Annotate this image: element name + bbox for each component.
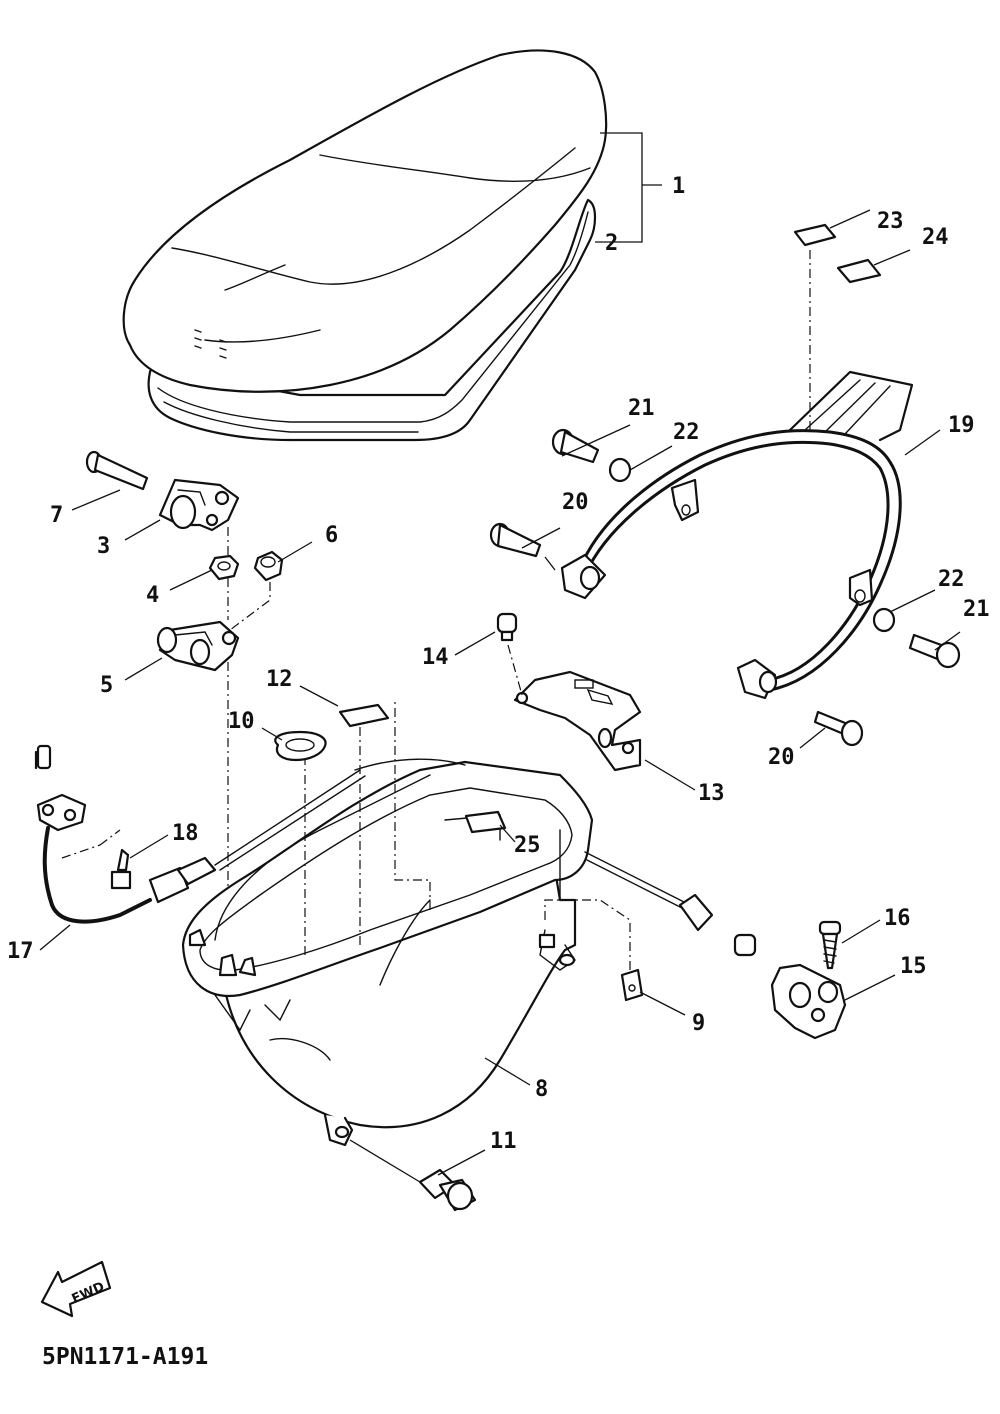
callout-4: 4 [146, 583, 159, 608]
callout-24: 24 [922, 225, 949, 250]
callout-8: 8 [535, 1077, 548, 1102]
bolt-21-lower [908, 633, 961, 669]
callout-21-upper: 21 [628, 396, 655, 421]
callout-2: 2 [605, 231, 618, 256]
nut-4 [208, 554, 240, 581]
bolt-11 [418, 1168, 477, 1212]
label-24 [836, 258, 882, 284]
hinge-lower [156, 620, 240, 672]
callout-10: 10 [228, 709, 255, 734]
callout-14: 14 [422, 645, 449, 670]
label-23 [793, 223, 837, 247]
drawing-code: 5PN1171-A191 [42, 1344, 208, 1370]
callout-18: 18 [172, 821, 199, 846]
hinge-upper [158, 478, 240, 532]
callout-13: 13 [698, 781, 725, 806]
screw-18 [110, 848, 132, 890]
callout-21-lower: 21 [963, 597, 990, 622]
callout-20-lower: 20 [768, 745, 795, 770]
forward-direction-arrow: FWD [40, 1260, 112, 1318]
screw-16 [818, 920, 842, 970]
callout-17: 17 [7, 939, 34, 964]
grommet-10 [274, 730, 327, 762]
seat-assembly [122, 49, 608, 442]
bolt-21-upper [551, 428, 600, 464]
washer-22-upper [608, 457, 632, 483]
rear-rack-19 [560, 370, 914, 700]
callout-numbers: 1 2 3 4 5 6 7 8 9 10 11 12 13 14 15 16 1… [7, 174, 990, 1154]
callout-3: 3 [97, 534, 110, 559]
callout-1: 1 [672, 174, 685, 199]
seat-cushion [122, 49, 608, 393]
bracket-13 [513, 670, 642, 772]
screw-14 [496, 612, 518, 642]
storage-tub [181, 758, 594, 1147]
callout-16: 16 [884, 906, 911, 931]
bolt-20-lower [813, 710, 864, 747]
callout-20-upper: 20 [562, 490, 589, 515]
callout-12: 12 [266, 667, 293, 692]
callout-9: 9 [692, 1011, 705, 1036]
washer-22-lower [872, 607, 896, 633]
callout-5: 5 [100, 673, 113, 698]
nut-6 [253, 550, 284, 582]
callout-6: 6 [325, 523, 338, 548]
label-25 [464, 810, 507, 834]
label-12 [338, 703, 390, 728]
callout-25: 25 [514, 833, 541, 858]
callout-15: 15 [900, 954, 927, 979]
callout-11: 11 [490, 1129, 517, 1154]
fwd-arrow-icon [40, 1260, 112, 1318]
callout-19: 19 [948, 413, 975, 438]
seat-base-frame [147, 198, 597, 442]
callout-7: 7 [50, 503, 63, 528]
seat-lock-cable [34, 744, 757, 957]
bolt-20-upper [489, 522, 542, 558]
callout-22-upper: 22 [673, 420, 700, 445]
bolt-7 [85, 450, 149, 491]
seat-lock-15 [770, 963, 847, 1040]
callout-23: 23 [877, 209, 904, 234]
callout-22-lower: 22 [938, 567, 965, 592]
